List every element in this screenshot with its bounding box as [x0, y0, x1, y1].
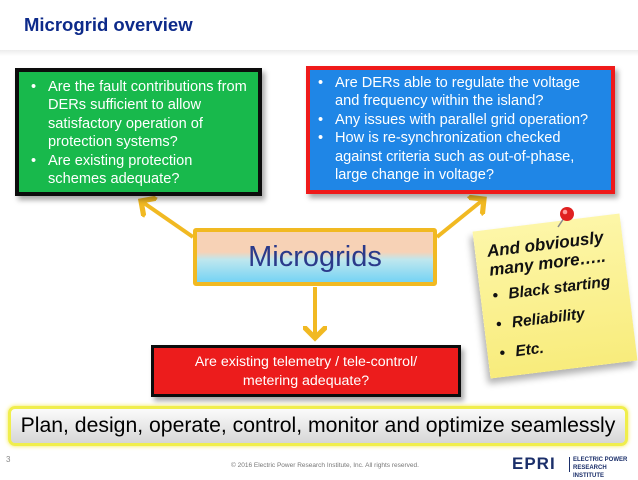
operation-question-2: Any issues with parallel grid operation?	[315, 111, 605, 130]
slide-title: Microgrid overview	[24, 14, 193, 35]
epri-logo: EPRI ELECTRIC POWER RESEARCH INSTITUTE	[512, 454, 632, 479]
operation-question-3: How is re-synchronization checked agains…	[315, 129, 605, 184]
protection-question-1: Are the fault contributions from DERs su…	[28, 78, 252, 152]
protection-questions-box: Are the fault contributions from DERs su…	[15, 68, 262, 196]
summary-banner: Plan, design, operate, control, monitor …	[8, 406, 628, 446]
epri-logo-tagline-line-2: RESEARCH INSTITUTE	[573, 465, 607, 479]
microgrids-center-box: Microgrids	[193, 228, 437, 286]
sticky-note-item-3: Etc.	[499, 330, 626, 363]
copyright-notice: © 2016 Electric Power Research Institute…	[231, 462, 419, 469]
arrow-to-operation-box	[435, 199, 484, 239]
microgrids-label: Microgrids	[248, 241, 382, 273]
protection-question-2: Are existing protection schemes adequate…	[28, 152, 252, 189]
slide-number: 3	[6, 455, 11, 464]
epri-logo-tagline: ELECTRIC POWER RESEARCH INSTITUTE	[573, 456, 632, 480]
sticky-note: And obviously many more….. Black startin…	[472, 213, 638, 379]
telemetry-question-line-2: metering adequate?	[242, 373, 370, 389]
epri-logo-tagline-line-1: ELECTRIC POWER	[573, 457, 628, 463]
operation-questions-box: Are DERs able to regulate the voltage an…	[306, 66, 615, 194]
sticky-note-item-2: Reliability	[495, 301, 622, 334]
pushpin-icon	[557, 207, 574, 228]
arrow-to-protection-box	[141, 201, 195, 239]
epri-logo-wordmark: EPRI	[512, 454, 556, 473]
telemetry-question-line-1: Are existing telemetry / tele-control/	[194, 354, 418, 370]
telemetry-question-box: Are existing telemetry / tele-control/ m…	[151, 345, 461, 397]
title-divider	[0, 50, 638, 56]
summary-banner-text: Plan, design, operate, control, monitor …	[20, 414, 616, 437]
sticky-note-item-1: Black starting	[492, 272, 619, 305]
operation-question-1: Are DERs able to regulate the voltage an…	[315, 74, 605, 111]
sticky-note-heading: And obviously many more…..	[485, 227, 607, 280]
logo-divider	[569, 457, 570, 472]
